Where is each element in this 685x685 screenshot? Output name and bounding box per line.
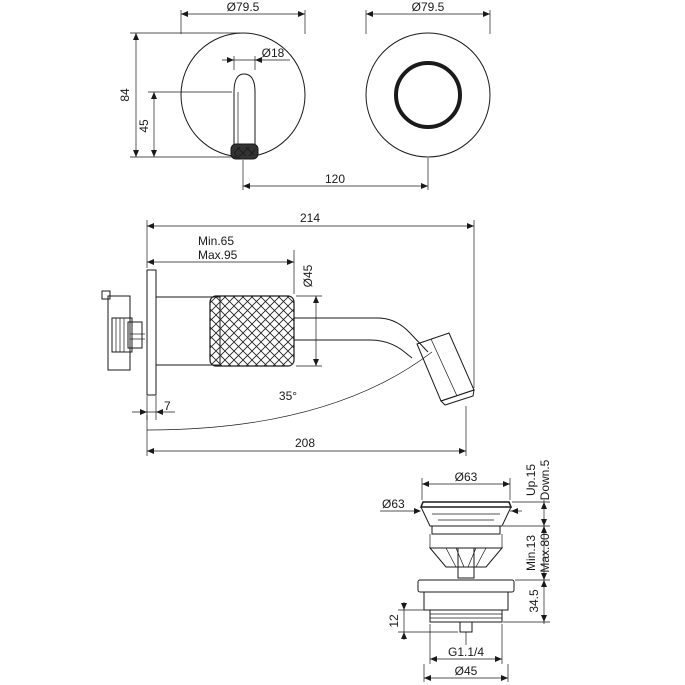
knob-plate-diameter-label: Ø79.5	[412, 0, 445, 14]
spout-cap	[233, 73, 256, 93]
knob-plate	[365, 32, 491, 158]
drain-cap	[419, 501, 513, 508]
drain-down-label: Down.5	[538, 459, 552, 500]
plate-thickness-label: 7	[164, 399, 171, 413]
total-length-label: 214	[300, 211, 320, 225]
drain-cap-side-label: Ø63	[382, 497, 405, 511]
spout-diameter-label: Ø18	[262, 46, 285, 60]
drain-body	[417, 579, 515, 593]
knob-view: Ø79.5	[365, 0, 491, 158]
reach-label: 208	[295, 436, 315, 450]
front-plate	[180, 32, 306, 158]
drain-cap-top-label: Ø63	[455, 470, 478, 484]
spout-height-label: 45	[137, 119, 151, 133]
spout-tube	[294, 317, 429, 353]
angle-arc	[146, 351, 433, 431]
drain-thread-label: G1.1/4	[448, 645, 484, 659]
angle-label: 35°	[279, 389, 297, 403]
front-view: Ø79.5 Ø18 84 45 120	[118, 0, 429, 190]
drain-max-label: Max.80	[538, 533, 552, 573]
drain-body-label: 34.5	[527, 589, 541, 613]
valve-body	[107, 295, 131, 371]
wall-plate	[146, 269, 157, 396]
drain-view: Ø63 Ø63 Up.15 Down.5 Min.13 Max.80 34.5 …	[380, 459, 552, 682]
handle-diameter-label: Ø45	[301, 264, 315, 287]
center-distance-label: 120	[325, 172, 345, 186]
knob-ring	[394, 61, 462, 129]
min-embed-label: Min.65	[198, 234, 234, 248]
drain-base-diameter-label: Ø45	[455, 664, 478, 678]
drain-min-label: Min.13	[524, 535, 538, 571]
drain-up-label: Up.15	[524, 464, 538, 496]
drain-thread-height-label: 12	[387, 614, 401, 628]
max-embed-label: Max.95	[198, 248, 238, 262]
overall-height-label: 84	[118, 88, 132, 102]
front-plate-diameter-label: Ø79.5	[227, 0, 260, 14]
side-view: 214 Min.65 Max.95 Ø45 35° 7 208	[101, 211, 475, 456]
knurled-handle	[209, 295, 295, 367]
